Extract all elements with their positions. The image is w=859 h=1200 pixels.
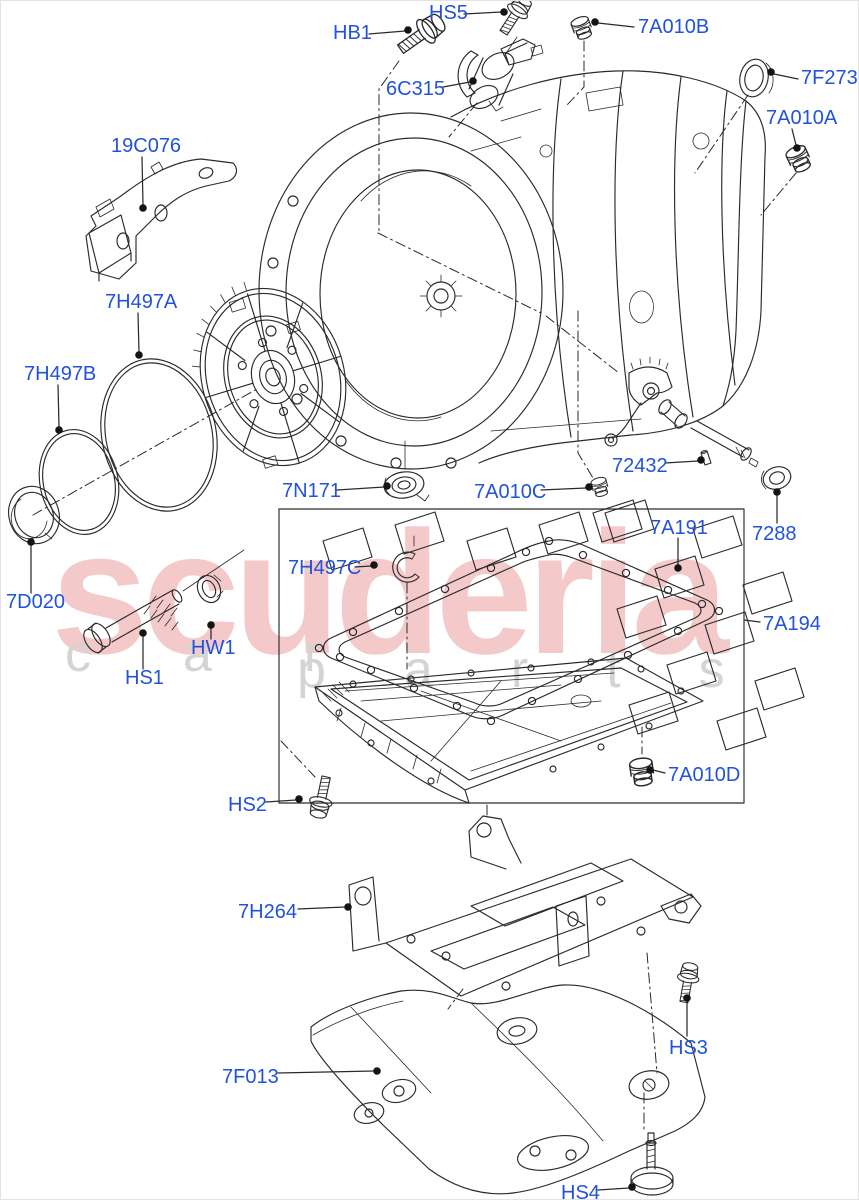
label-HW1[interactable]: HW1 [191, 637, 235, 659]
leader-lines [30, 11, 799, 1191]
label-7H497C[interactable]: 7H497C [288, 557, 361, 579]
oring-7H497A-part [100, 358, 218, 512]
oil-pan-7A194-part [314, 657, 704, 804]
bracket-7H264-part [348, 815, 702, 997]
bracket-19C076-part [85, 158, 238, 282]
label-7A194[interactable]: 7A194 [763, 613, 821, 635]
label-7A010B[interactable]: 7A010B [638, 16, 709, 38]
detent-lever-shaft-part [604, 356, 759, 468]
clip-7H497C-part [392, 535, 420, 583]
stud-HS4-part [630, 1132, 674, 1196]
label-7H497B[interactable]: 7H497B [24, 363, 96, 385]
label-7D020[interactable]: 7D020 [6, 591, 65, 613]
label-7A010D[interactable]: 7A010D [668, 764, 740, 786]
label-HS4[interactable]: HS4 [561, 1182, 600, 1200]
seal-7288-part [761, 466, 792, 490]
label-7F273[interactable]: 7F273 [801, 67, 858, 89]
plug-7A010C-part [589, 475, 611, 499]
transmission-case-drawing [258, 70, 766, 470]
label-7A010A[interactable]: 7A010A [766, 107, 838, 129]
label-7A191[interactable]: 7A191 [650, 517, 708, 539]
leader-dots [27, 8, 801, 1191]
seal-7D020-part [8, 485, 60, 545]
label-HS2[interactable]: HS2 [228, 794, 267, 816]
sensor-6C315-part [457, 38, 544, 112]
skid-plate-7F013-part [310, 984, 706, 1195]
flexplate-drive-plate [191, 281, 347, 469]
seal-7F273-part [739, 58, 774, 98]
alignment-lines [32, 36, 797, 1132]
label-HB1[interactable]: HB1 [333, 22, 372, 44]
label-6C315[interactable]: 6C315 [386, 78, 445, 100]
part-number-labels: HB1 HS5 7A010B 7F273 7A010A 6C315 19C076… [6, 2, 858, 1200]
bolt-HS5-part [493, 1, 537, 40]
bolt-HS1-part [83, 549, 245, 654]
label-72432[interactable]: 72432 [612, 455, 668, 477]
label-7A010C[interactable]: 7A010C [474, 481, 546, 503]
label-7N171[interactable]: 7N171 [282, 480, 341, 502]
label-HS1[interactable]: HS1 [125, 667, 164, 689]
bolt-HS2-part [305, 773, 338, 821]
label-7H264[interactable]: 7H264 [238, 901, 297, 923]
callout-box [278, 508, 745, 804]
label-19C076[interactable]: 19C076 [111, 135, 181, 157]
label-HS5[interactable]: HS5 [429, 2, 468, 24]
label-7F013[interactable]: 7F013 [222, 1066, 279, 1088]
label-HS3[interactable]: HS3 [669, 1037, 708, 1059]
label-7H497A[interactable]: 7H497A [105, 291, 178, 313]
washer-HW1-part [196, 574, 224, 604]
gasket-7A191-part [314, 536, 724, 726]
plug-7A010B-part [569, 14, 595, 42]
seal-7N171-part [383, 471, 430, 502]
label-7288[interactable]: 7288 [752, 523, 797, 545]
